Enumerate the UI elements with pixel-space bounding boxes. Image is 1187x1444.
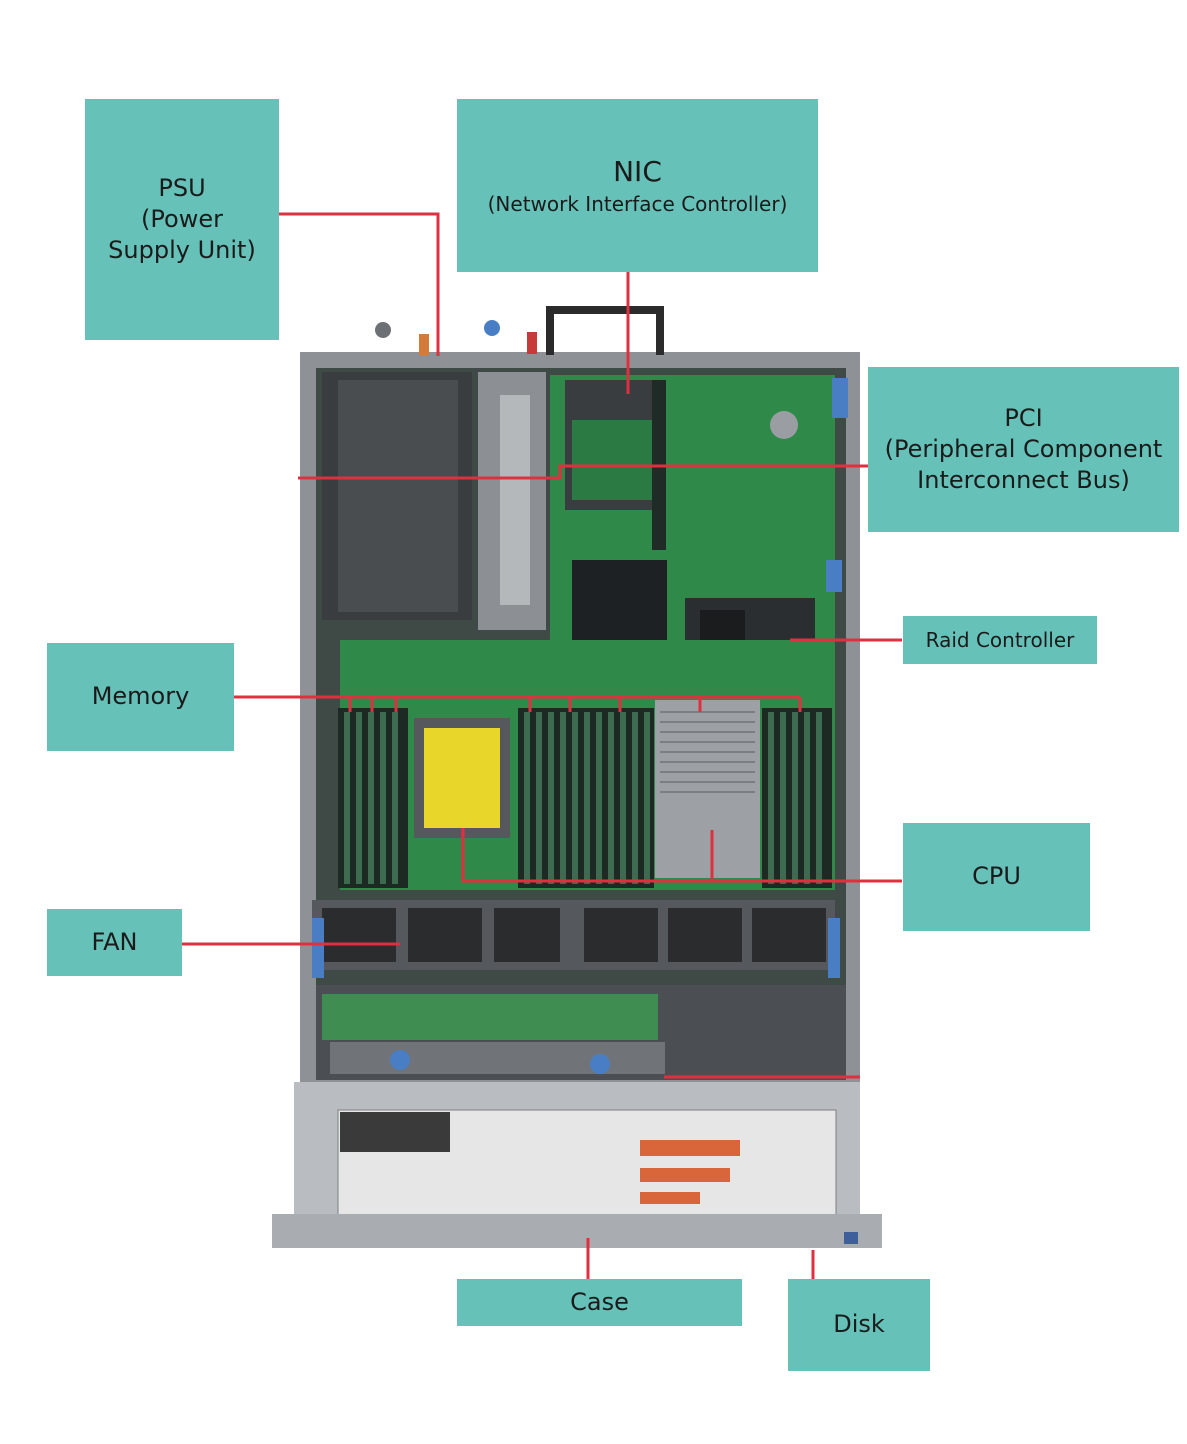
- orange-tab: [419, 334, 429, 356]
- memory-bank-left: [338, 708, 408, 888]
- blue-latch-right-top: [832, 378, 848, 418]
- disk-label-text: Disk: [833, 1310, 885, 1339]
- cpu-heatsink: [655, 700, 760, 878]
- fan-label: FAN: [47, 909, 182, 976]
- memory-bank-right: [762, 708, 832, 888]
- fan-modules: [322, 908, 826, 962]
- service-label-dark: [340, 1112, 450, 1152]
- psu-shroud: [338, 380, 458, 612]
- nic-label-subtitle: (Network Interface Controller): [487, 191, 788, 216]
- cpu-label-text: CPU: [972, 862, 1021, 891]
- memory-label: Memory: [47, 643, 234, 751]
- disk-indicator: [844, 1232, 858, 1244]
- service-label-bars: [640, 1140, 740, 1204]
- nic-label-title: NIC: [613, 155, 662, 189]
- nic-card-board: [572, 420, 658, 500]
- riser-card: [500, 395, 530, 605]
- fan-latch-left: [312, 918, 324, 978]
- case-label-text: Case: [570, 1287, 629, 1316]
- memory-bank-center: [518, 708, 654, 888]
- psu-label-line1: PSU: [158, 173, 206, 202]
- psu-label-line3: Supply Unit): [108, 236, 256, 265]
- memory-label-text: Memory: [91, 682, 190, 711]
- cpu-socket-cover: [424, 728, 500, 828]
- disk-label: Disk: [788, 1279, 930, 1371]
- raid-controller-label-text: Raid Controller: [925, 628, 1075, 652]
- thumbscrew-left: [375, 322, 391, 338]
- backplane-knob-right: [590, 1054, 610, 1074]
- case-label: Case: [457, 1279, 742, 1326]
- pci-label: PCI (Peripheral Component Interconnect B…: [868, 367, 1179, 532]
- pci-label-line3: Interconnect Bus): [917, 466, 1130, 495]
- backplane-bar: [330, 1042, 665, 1074]
- psu-label: PSU (Power Supply Unit): [85, 99, 279, 340]
- cpu-leader: [461, 828, 902, 883]
- nic-label: NIC (Network Interface Controller): [457, 99, 818, 272]
- pci-label-line2: (Peripheral Component: [884, 434, 1163, 463]
- heatsink-fins: [660, 711, 755, 793]
- cpu-label: CPU: [903, 823, 1090, 931]
- raid-controller-label: Raid Controller: [903, 616, 1097, 664]
- psu-label-line2: (Power: [141, 204, 223, 233]
- board-battery: [770, 411, 798, 439]
- backplane-board: [322, 994, 658, 1040]
- fan-latch-right: [828, 918, 840, 978]
- pci-label-line1: PCI: [1004, 403, 1043, 432]
- handle: [546, 306, 664, 355]
- fan-label-text: FAN: [91, 927, 138, 956]
- fan-tray: [312, 900, 835, 970]
- pci-leader: [298, 464, 868, 480]
- memory-leader-ticks: [348, 697, 802, 712]
- leader-lines: [182, 212, 902, 1279]
- thumbscrew-blue: [484, 320, 500, 336]
- front-bezel: [272, 1214, 882, 1248]
- blue-latch-right-mid: [826, 560, 842, 592]
- backplane-knob-left: [390, 1050, 410, 1070]
- psu-leader: [279, 212, 440, 356]
- red-tab: [527, 332, 537, 354]
